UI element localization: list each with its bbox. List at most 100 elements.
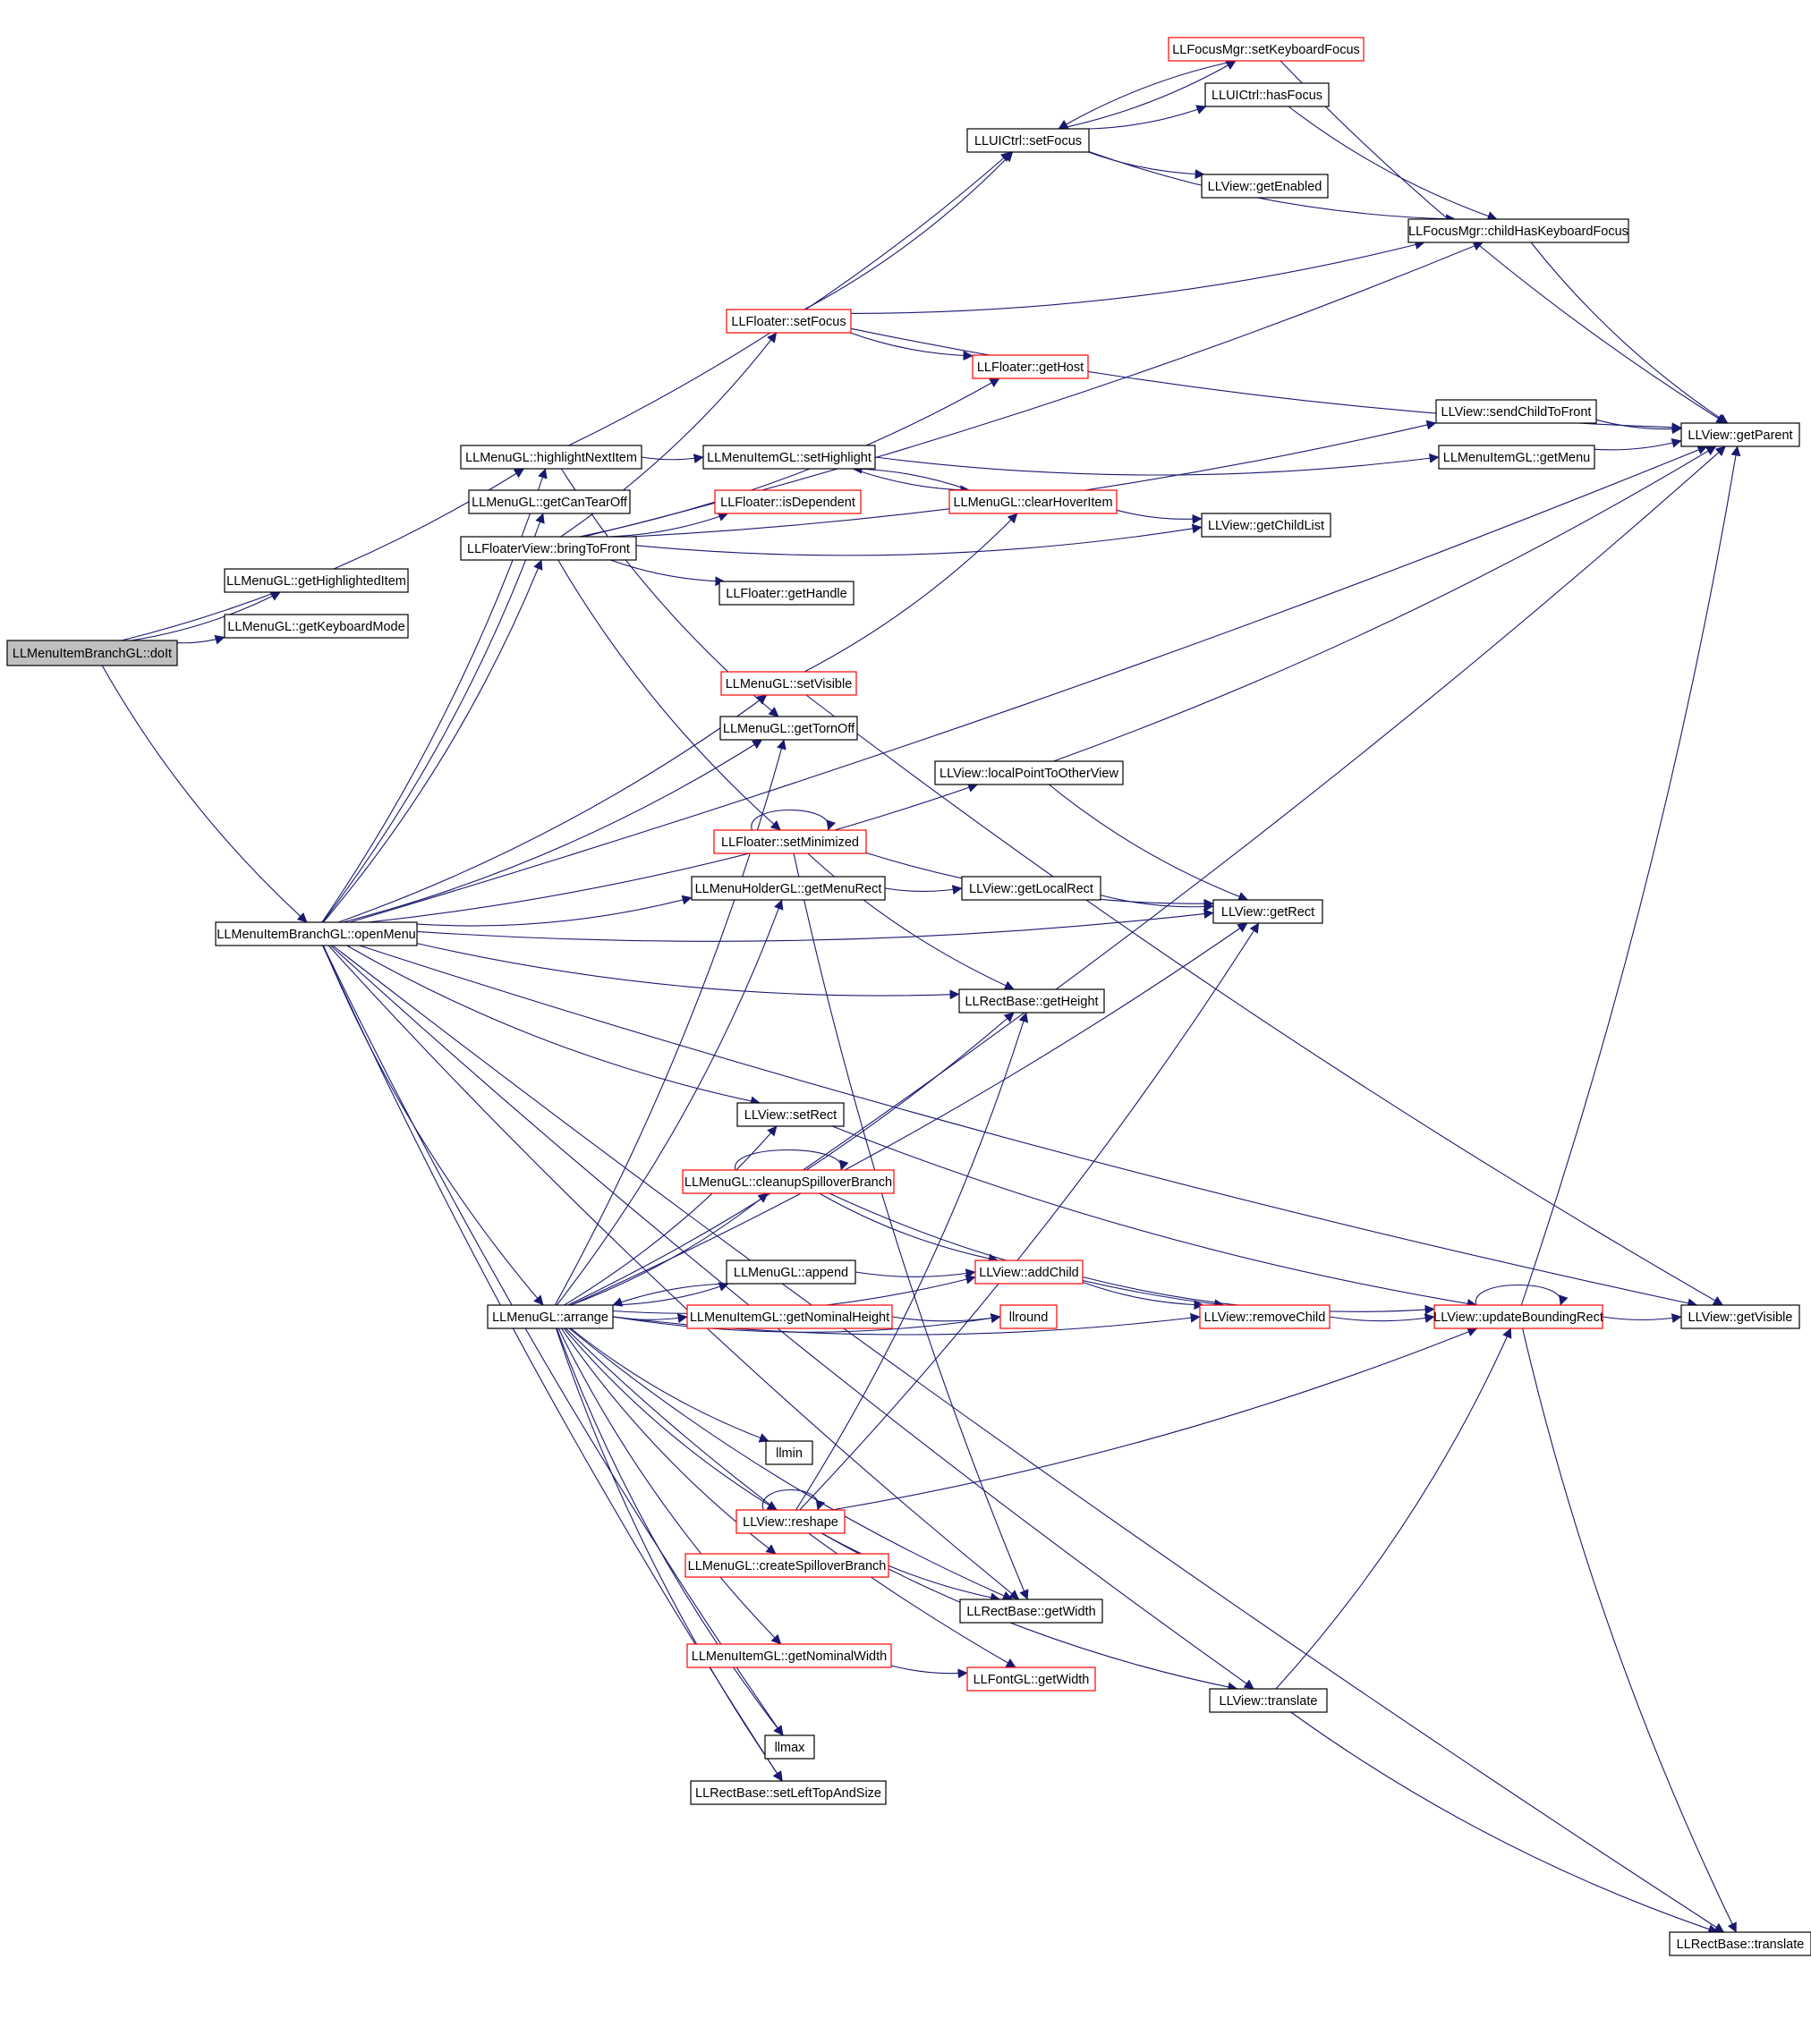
node-box — [682, 1169, 895, 1194]
node-label: LLMenuItemBranchGL::openMenu — [217, 928, 415, 942]
node-getMenu[interactable]: LLMenuItemGL::getMenu — [1438, 445, 1595, 470]
node-label: LLView::reshape — [743, 1515, 838, 1530]
call-edge-updateBoundingRect-to-updateBoundingRect — [1475, 1284, 1569, 1306]
node-append[interactable]: LLMenuGL::append — [726, 1259, 856, 1285]
node-box — [934, 760, 1124, 785]
node-setVisible[interactable]: LLMenuGL::setVisible — [720, 671, 857, 696]
node-getHighlightedItem[interactable]: LLMenuGL::getHighlightedItem — [224, 568, 409, 593]
node-setRect[interactable]: LLView::setRect — [736, 1102, 845, 1127]
call-edge-openMenu-to-translateRect — [332, 945, 1725, 1933]
node-box — [468, 489, 631, 514]
call-edge-setVisible-to-clearHoverItem — [803, 513, 1018, 673]
node-getHandle[interactable]: LLFloater::getHandle — [718, 581, 854, 606]
node-label: LLMenuGL::getTornOff — [723, 722, 855, 736]
node-reshape[interactable]: LLView::reshape — [735, 1509, 846, 1534]
node-getTornOff[interactable]: LLMenuGL::getTornOff — [719, 716, 858, 741]
node-setMinimized[interactable]: LLFloater::setMinimized — [713, 829, 867, 854]
node-getRect[interactable]: LLView::getRect — [1212, 899, 1323, 924]
node-setLeftTopAndSize[interactable]: LLRectBase::setLeftTopAndSize — [690, 1780, 887, 1805]
node-getWidthRect[interactable]: LLRectBase::getWidth — [959, 1599, 1103, 1624]
node-openMenu[interactable]: LLMenuItemBranchGL::openMenu — [215, 921, 418, 946]
node-box — [6, 640, 178, 666]
call-edge-localPointToOtherView-to-getParent — [1053, 445, 1717, 762]
call-edge-updateBoundingRect-to-getVisible — [1602, 1313, 1682, 1324]
node-setFocusUI[interactable]: LLUICtrl::setFocus — [966, 128, 1090, 153]
node-box — [961, 876, 1101, 901]
node-box — [726, 1259, 856, 1285]
node-getNominalHeight[interactable]: LLMenuItemGL::getNominalHeight — [686, 1304, 893, 1329]
node-getCanTearOff[interactable]: LLMenuGL::getCanTearOff — [468, 489, 631, 514]
node-getHeight[interactable]: LLRectBase::getHeight — [958, 988, 1105, 1014]
node-cleanupSpilloverBranch[interactable]: LLMenuGL::cleanupSpilloverBranch — [682, 1169, 895, 1194]
node-box — [719, 716, 858, 741]
call-edge-setFocusFloater-to-getHost — [850, 332, 974, 360]
node-getLocalRect[interactable]: LLView::getLocalRect — [961, 876, 1101, 901]
node-box — [686, 1643, 892, 1668]
node-updateBoundingRect[interactable]: LLView::updateBoundingRect — [1433, 1304, 1603, 1329]
node-setKeyboardFocus[interactable]: LLFocusMgr::setKeyboardFocus — [1168, 37, 1365, 62]
node-setHighlight[interactable]: LLMenuItemGL::setHighlight — [702, 445, 876, 470]
node-getKeyboardMode[interactable]: LLMenuGL::getKeyboardMode — [224, 614, 409, 639]
node-getParent[interactable]: LLView::getParent — [1680, 422, 1800, 447]
node-getChildList[interactable]: LLView::getChildList — [1201, 513, 1331, 538]
node-llround[interactable]: llround — [999, 1304, 1058, 1329]
node-getEnabled[interactable]: LLView::getEnabled — [1201, 174, 1329, 199]
call-edge-setFocusUI-to-hasFocus — [1088, 105, 1207, 130]
call-edge-cleanupSpilloverBranch-to-getParent — [803, 445, 1726, 1171]
node-box — [1168, 37, 1365, 62]
node-addChild[interactable]: LLView::addChild — [974, 1259, 1084, 1285]
node-label: LLFocusMgr::childHasKeyboardFocus — [1408, 225, 1628, 239]
node-label: llround — [1009, 1310, 1049, 1325]
node-translateView[interactable]: LLView::translate — [1209, 1688, 1328, 1713]
node-box — [959, 1599, 1103, 1624]
node-setFocusFloater[interactable]: LLFloater::setFocus — [726, 309, 852, 334]
node-isDependent[interactable]: LLFloater::isDependent — [714, 489, 862, 514]
node-removeChild[interactable]: LLView::removeChild — [1199, 1304, 1331, 1329]
node-box — [684, 1553, 889, 1578]
node-hasFocus[interactable]: LLUICtrl::hasFocus — [1204, 82, 1330, 107]
node-bringToFront[interactable]: LLFloaterView::bringToFront — [460, 536, 637, 561]
node-box — [718, 581, 854, 606]
node-box — [1407, 218, 1629, 243]
node-localPointToOtherView[interactable]: LLView::localPointToOtherView — [934, 760, 1124, 785]
node-box — [735, 1509, 846, 1534]
node-getHost[interactable]: LLFloater::getHost — [972, 354, 1089, 379]
node-box — [1204, 82, 1330, 107]
node-llmax[interactable]: llmax — [764, 1734, 815, 1760]
node-box — [714, 489, 862, 514]
node-llmin[interactable]: llmin — [765, 1440, 813, 1465]
node-getVisible[interactable]: LLView::getVisible — [1680, 1304, 1800, 1329]
call-edge-setFocusUI-to-getEnabled — [1088, 151, 1205, 180]
node-childHasKeyboardFocus[interactable]: LLFocusMgr::childHasKeyboardFocus — [1407, 218, 1629, 243]
node-box — [460, 445, 642, 470]
node-translateRect[interactable]: LLRectBase::translate — [1669, 1931, 1811, 1956]
node-label: LLUICtrl::setFocus — [974, 134, 1082, 148]
call-edge-sendChildToFront-to-getParent — [1595, 419, 1682, 435]
call-edge-doIt-to-getHighlightedItem — [131, 591, 281, 641]
node-clearHoverItem[interactable]: LLMenuGL::clearHoverItem — [948, 489, 1118, 514]
node-label: LLMenuGL::append — [734, 1266, 848, 1280]
node-doIt[interactable]: LLMenuItemBranchGL::doIt — [6, 640, 178, 666]
node-label: LLMenuGL::setVisible — [726, 677, 853, 691]
node-label: LLView::updateBoundingRect — [1433, 1310, 1603, 1325]
node-getWidthFont[interactable]: LLFontGL::getWidth — [966, 1667, 1096, 1692]
node-sendChildToFront[interactable]: LLView::sendChildToFront — [1435, 399, 1597, 424]
call-edge-localPointToOtherView-to-getRect — [1049, 784, 1249, 902]
node-getNominalWidth[interactable]: LLMenuItemGL::getNominalWidth — [686, 1643, 892, 1668]
node-createSpilloverBranch[interactable]: LLMenuGL::createSpilloverBranch — [684, 1553, 889, 1578]
call-edge-reshape-to-updateBoundingRect — [831, 1327, 1478, 1511]
call-edge-doIt-to-openMenu — [101, 665, 308, 923]
node-label: LLMenuGL::cleanupSpilloverBranch — [684, 1175, 892, 1190]
node-label: LLMenuItemGL::getMenu — [1443, 451, 1590, 465]
call-edge-setVisible-to-getVisible — [805, 694, 1723, 1306]
call-edge-setKeyboardFocus-to-setFocusUI — [1058, 60, 1237, 130]
node-label: LLMenuGL::getKeyboardMode — [227, 620, 404, 634]
call-edge-translateView-to-updateBoundingRect — [1275, 1327, 1512, 1690]
node-box — [690, 1780, 887, 1805]
node-arrange[interactable]: LLMenuGL::arrange — [487, 1304, 614, 1329]
call-edge-setFocusFloater-to-childHasKeyboardFocus — [850, 240, 1425, 314]
node-getMenuRect[interactable]: LLMenuHolderGL::getMenuRect — [691, 876, 886, 901]
call-edge-cleanupSpilloverBranch-to-addChild — [819, 1192, 999, 1264]
call-edge-openMenu-to-setRect — [346, 945, 761, 1107]
node-highlightNextItem[interactable]: LLMenuGL::highlightNextItem — [460, 445, 642, 470]
